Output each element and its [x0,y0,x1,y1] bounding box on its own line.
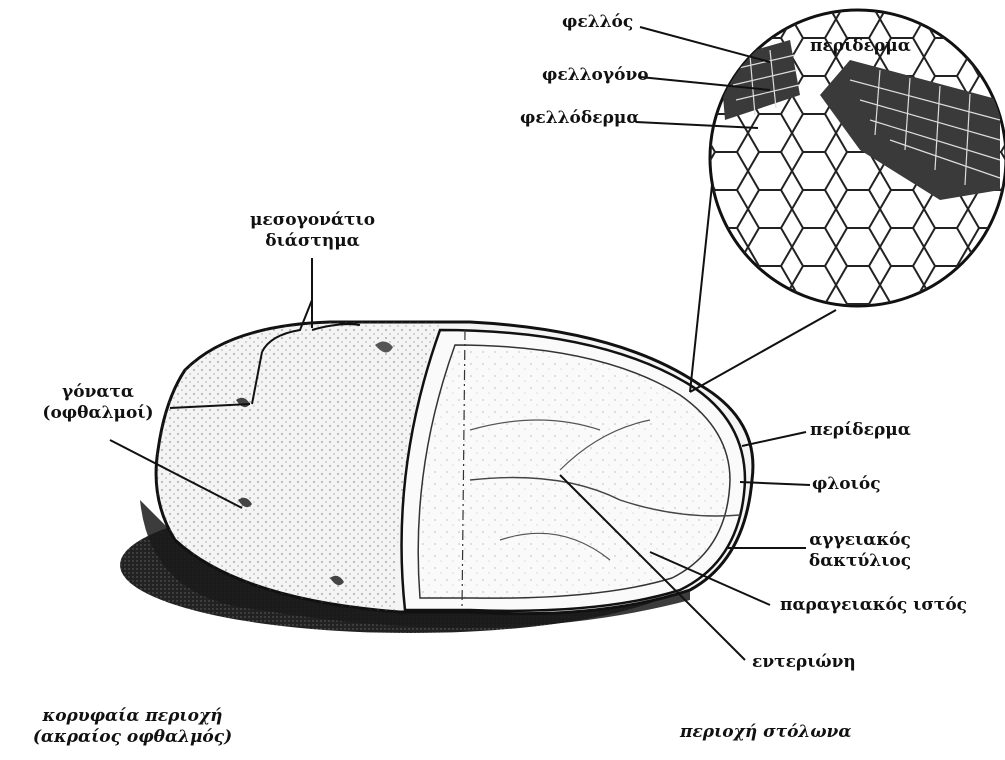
label-vascular-ring-line1: αγγειακός [800,530,920,551]
label-nodes-line1: γόνατα [28,382,168,403]
label-cortex: φλοιός [812,474,881,495]
label-fellogono: φελλογόνο [542,65,649,86]
label-nodes-eyes: γόνατα (οφθαλμοί) [28,382,168,424]
label-internode: μεσογονάτιο διάστημα [245,210,380,252]
label-perimedullary: παραγειακός ιστός [780,595,967,616]
label-apical-line1: κορυφαία περιοχή [0,706,265,727]
label-nodes-line2: (οφθαλμοί) [28,403,168,424]
label-apical-region: κορυφαία περιοχή (ακραίος οφθαλμός) [0,706,265,748]
label-vascular-ring-line2: δακτύλιος [800,551,920,572]
label-apical-line2: (ακραίος οφθαλμός) [0,727,265,748]
label-fellos: φελλός [562,12,633,33]
label-fellodermas: φελλόδερμα [520,108,639,129]
label-pith: εντεριώνη [752,652,856,673]
label-vascular-ring: αγγειακός δακτύλιος [800,530,920,572]
label-stolon-region: περιοχή στόλωνα [680,722,851,743]
label-internode-line2: διάστημα [245,231,380,252]
label-periderm: περίδερμα [810,420,911,441]
label-periderm-inset: περίδερμα [810,36,911,57]
label-internode-line1: μεσογονάτιο [245,210,380,231]
